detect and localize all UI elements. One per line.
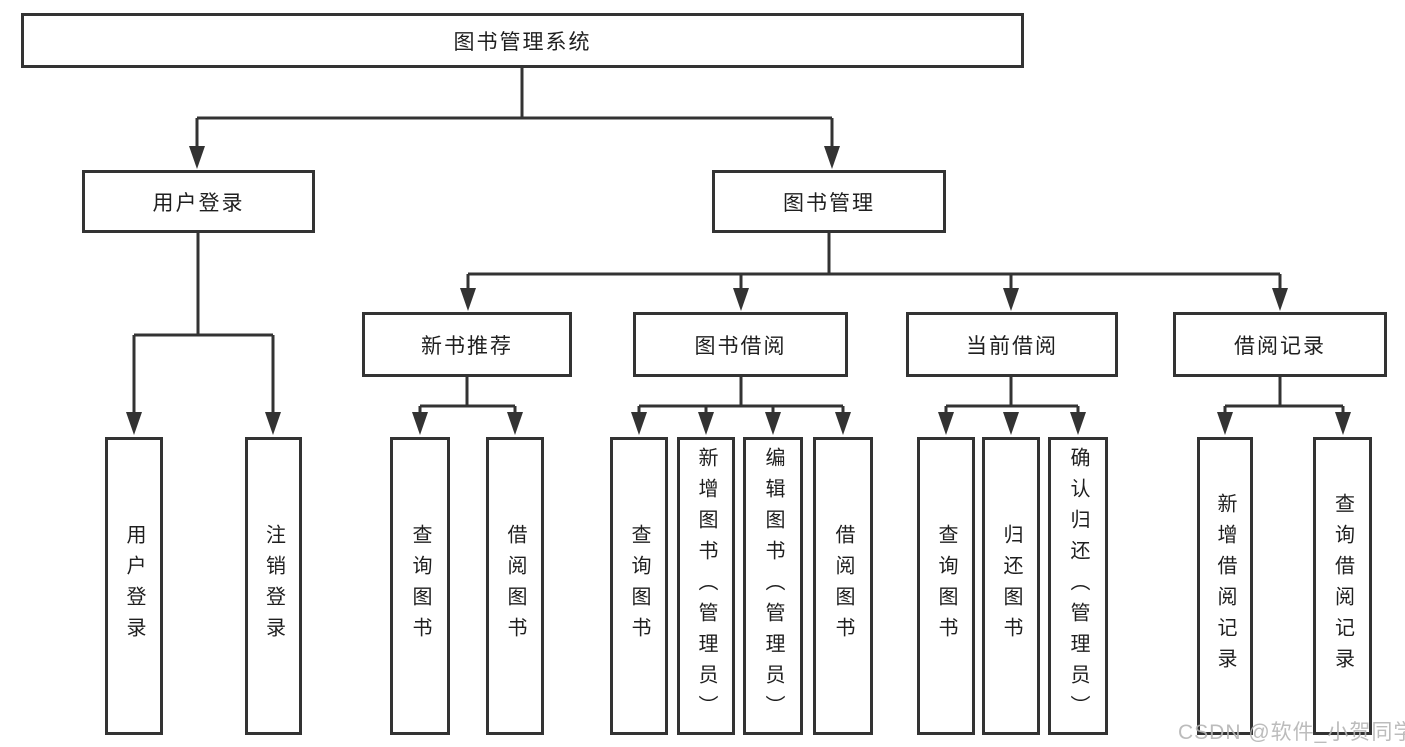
leaf-logout-label: 注销登录 <box>262 524 285 648</box>
leaf-user-login-label: 用户登录 <box>123 524 145 648</box>
node-borrow-record: 借阅记录 <box>1173 312 1387 377</box>
leaf-return-books: 归还图书 <box>982 437 1040 735</box>
leaf-borrow-books-recommend-label: 借阅图书 <box>504 524 526 648</box>
leaf-query-books-current: 查询图书 <box>917 437 975 735</box>
leaf-query-books-recommend-label: 查询图书 <box>409 524 431 648</box>
connector-borrow-record-children <box>1223 377 1345 414</box>
node-root-system: 图书管理系统 <box>21 13 1024 68</box>
leaf-add-books-admin-label: 新增图书（管理员） <box>695 446 717 726</box>
leaf-query-books-borrow: 查询图书 <box>610 437 668 735</box>
arrowheads-level2 <box>189 146 840 169</box>
connector-current-borrow-children <box>944 377 1080 414</box>
leaf-query-books-borrow-label: 查询图书 <box>628 524 650 648</box>
leaf-edit-books-admin-label: 编辑图书（管理员） <box>762 446 784 726</box>
node-user-login: 用户登录 <box>82 170 315 233</box>
leaf-borrow-books-recommend: 借阅图书 <box>486 437 544 735</box>
node-book-borrow: 图书借阅 <box>633 312 848 377</box>
leaf-return-books-label: 归还图书 <box>1000 524 1022 648</box>
node-book-management: 图书管理 <box>712 170 946 233</box>
leaf-query-books-current-label: 查询图书 <box>935 524 957 648</box>
leaf-borrow-books-label: 借阅图书 <box>832 524 854 648</box>
arrowheads-level3 <box>460 288 1288 311</box>
leaf-add-borrow-record: 新增借阅记录 <box>1197 437 1253 735</box>
connector-root-to-level2 <box>195 68 834 148</box>
leaf-add-borrow-record-label: 新增借阅记录 <box>1214 493 1236 679</box>
node-current-borrow: 当前借阅 <box>906 312 1118 377</box>
arrowheads-user-login-children <box>126 412 281 435</box>
leaf-query-books-recommend: 查询图书 <box>390 437 450 735</box>
arrowheads-level4 <box>412 412 1351 435</box>
leaf-logout: 注销登录 <box>245 437 302 735</box>
leaf-edit-books-admin: 编辑图书（管理员） <box>743 437 803 735</box>
node-new-book-recommend: 新书推荐 <box>362 312 572 377</box>
connector-book-borrow-children <box>637 377 845 414</box>
connector-new-book-children <box>418 377 517 414</box>
leaf-confirm-return-admin: 确认归还（管理员） <box>1048 437 1108 735</box>
leaf-borrow-books: 借阅图书 <box>813 437 873 735</box>
leaf-add-books-admin: 新增图书（管理员） <box>677 437 735 735</box>
connector-user-login-children <box>132 233 275 414</box>
connector-book-mgmt-to-level3 <box>466 233 1282 290</box>
csdn-watermark: CSDN @软件_小贺同学 <box>1178 721 1405 744</box>
leaf-query-borrow-record-label: 查询借阅记录 <box>1331 493 1354 679</box>
leaf-query-borrow-record: 查询借阅记录 <box>1313 437 1372 735</box>
leaf-confirm-return-admin-label: 确认归还（管理员） <box>1067 446 1089 726</box>
leaf-user-login: 用户登录 <box>105 437 163 735</box>
